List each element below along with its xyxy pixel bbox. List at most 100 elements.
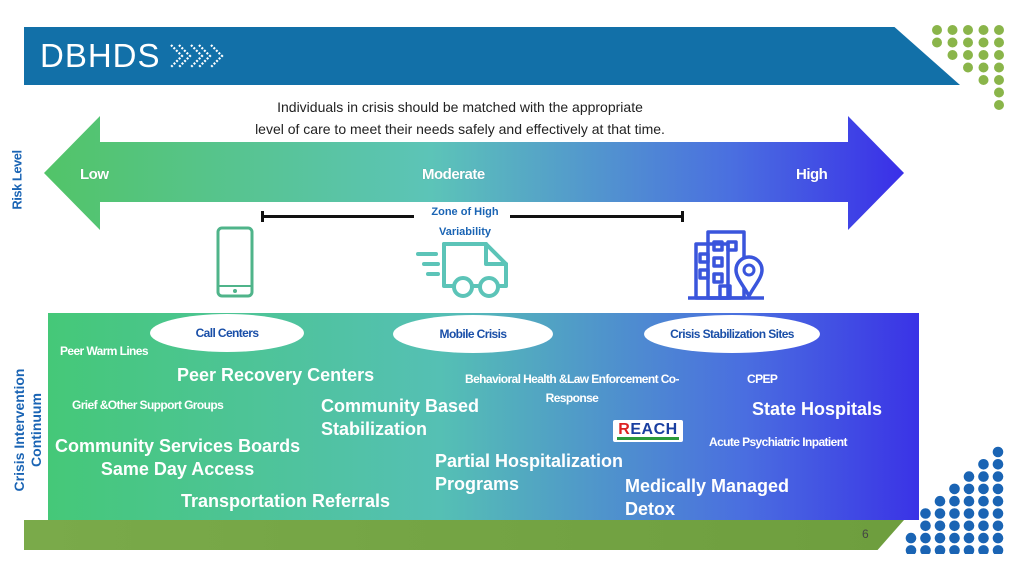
decorative-dot xyxy=(963,62,973,73)
cpep: CPEP xyxy=(747,372,778,386)
decorative-dot xyxy=(932,37,942,48)
decorative-dot xyxy=(934,520,946,532)
decorative-dot xyxy=(978,75,989,85)
zone-line-1: Zone of High xyxy=(431,206,499,218)
community-services-boards: Community Services Boards Same Day Acces… xyxy=(55,435,300,481)
detox-line-1: Medically Managed xyxy=(625,476,790,496)
page-number: 6 xyxy=(862,527,869,541)
decorative-dot xyxy=(978,37,989,48)
decorative-dot xyxy=(949,532,960,544)
decorative-dot xyxy=(994,50,1004,60)
decorative-dot xyxy=(934,508,946,519)
decorative-dot xyxy=(992,545,1004,554)
decorative-dot xyxy=(963,483,975,495)
community-based-line-1: Community Based xyxy=(321,396,480,416)
decorative-dot xyxy=(978,508,989,519)
partial-hosp-line-1: Partial Hospitalization xyxy=(435,451,624,471)
peer-recovery-centers: Peer Recovery Centers xyxy=(177,365,375,385)
zone-line-right-cap xyxy=(681,211,684,222)
decorative-dot xyxy=(934,495,946,507)
decorative-dot xyxy=(963,545,975,554)
decorative-dot xyxy=(949,495,960,507)
decorative-dot xyxy=(994,25,1004,35)
decorative-dot xyxy=(978,520,989,532)
zone-line-right xyxy=(510,215,683,218)
csb-line-1: Community Services Boards xyxy=(55,436,301,456)
risk-double-arrow xyxy=(44,116,904,230)
delivery-truck-icon xyxy=(416,242,508,298)
continuum-label-text: Crisis Intervention Continuum xyxy=(11,369,45,492)
partial-hospitalization-programs: Partial Hospitalization Programs xyxy=(435,450,623,496)
zone-of-high-variability: Zone of High Variability xyxy=(415,202,515,242)
decorative-dot xyxy=(992,483,1004,495)
acute-psychiatric-inpatient: Acute Psychiatric Inpatient xyxy=(709,435,847,449)
bh-law-enforcement-coresponse: Behavioral Health &Law Enforcement Co- R… xyxy=(465,372,680,405)
community-based-line-2: Stabilization xyxy=(321,419,428,439)
reach-logo: REACH xyxy=(613,420,683,442)
zone-line-left xyxy=(262,215,414,218)
decorative-dot xyxy=(949,520,960,532)
decorative-dot xyxy=(978,62,989,73)
community-based-stabilization: Community Based Stabilization xyxy=(321,395,479,441)
decorative-dot xyxy=(963,50,973,60)
subtitle: Individuals in crisis should be matched … xyxy=(200,96,720,140)
detox-line-2: Detox xyxy=(625,499,676,519)
crisis-intervention-continuum-label: Crisis Intervention Continuum xyxy=(6,360,50,500)
decorative-dot xyxy=(947,37,958,48)
bh-law-line-1: Behavioral Health &Law Enforcement Co- xyxy=(465,372,680,386)
call-centers-pill: Call Centers xyxy=(150,314,304,352)
decorative-dot xyxy=(978,459,989,470)
risk-moderate-label: Moderate xyxy=(422,166,485,183)
state-hospitals: State Hospitals xyxy=(752,399,883,419)
risk-level-text: Risk Level xyxy=(9,150,25,210)
logo-text: DBHDS xyxy=(40,37,161,74)
decorative-dot xyxy=(978,545,989,554)
decorative-dot xyxy=(934,532,946,544)
decorative-dot xyxy=(920,545,931,554)
decorative-dot xyxy=(905,532,917,544)
csb-line-2: Same Day Access xyxy=(100,459,255,479)
grief-support-groups: Grief &Other Support Groups xyxy=(72,398,224,412)
peer-warm-lines: Peer Warm Lines xyxy=(60,344,149,358)
footer-bar xyxy=(24,520,904,550)
decorative-dot xyxy=(963,532,975,544)
risk-low-label: Low xyxy=(80,166,109,183)
decorative-dot xyxy=(963,471,975,482)
decorative-dot xyxy=(963,37,973,48)
continuum-label-line-2: Continuum xyxy=(28,393,44,467)
chevrons-icon xyxy=(169,44,224,68)
decorative-dot xyxy=(994,62,1004,73)
decorative-dot xyxy=(978,471,989,482)
decorative-dot xyxy=(992,495,1004,507)
bh-law-line-2: Response xyxy=(545,391,599,405)
mobile-crisis-pill: Mobile Crisis xyxy=(393,315,553,353)
decorative-dot xyxy=(994,87,1004,98)
decorative-dot xyxy=(947,25,958,35)
decorative-dot xyxy=(992,508,1004,519)
decorative-dots-bottom xyxy=(905,446,1004,554)
decorative-dot xyxy=(963,508,975,519)
risk-high-label: High xyxy=(796,166,828,183)
reach-logo-first-letter: R xyxy=(618,421,631,438)
decorative-dot xyxy=(963,25,973,35)
decorative-dot xyxy=(920,520,931,532)
decorative-dot xyxy=(992,471,1004,482)
decorative-dot xyxy=(978,532,989,544)
subtitle-line-2: level of care to meet their needs safely… xyxy=(255,121,665,137)
dbhds-logo: DBHDS xyxy=(40,37,227,74)
smartphone-icon xyxy=(216,226,254,298)
decorative-dot xyxy=(905,545,917,554)
zone-line-2: Variability xyxy=(439,226,491,238)
reach-logo-bar xyxy=(617,437,679,440)
decorative-dot xyxy=(949,545,960,554)
decorative-dot xyxy=(949,483,960,495)
decorative-dot xyxy=(992,446,1004,458)
continuum-label-line-1: Crisis Intervention xyxy=(11,368,27,492)
decorative-dot xyxy=(947,50,958,60)
decorative-dot xyxy=(978,483,989,495)
decorative-dot xyxy=(934,545,946,554)
risk-level-label: Risk Level xyxy=(4,140,30,220)
decorative-dot xyxy=(992,459,1004,470)
decorative-dot xyxy=(978,495,989,507)
medically-managed-detox: Medically Managed Detox xyxy=(625,475,789,521)
